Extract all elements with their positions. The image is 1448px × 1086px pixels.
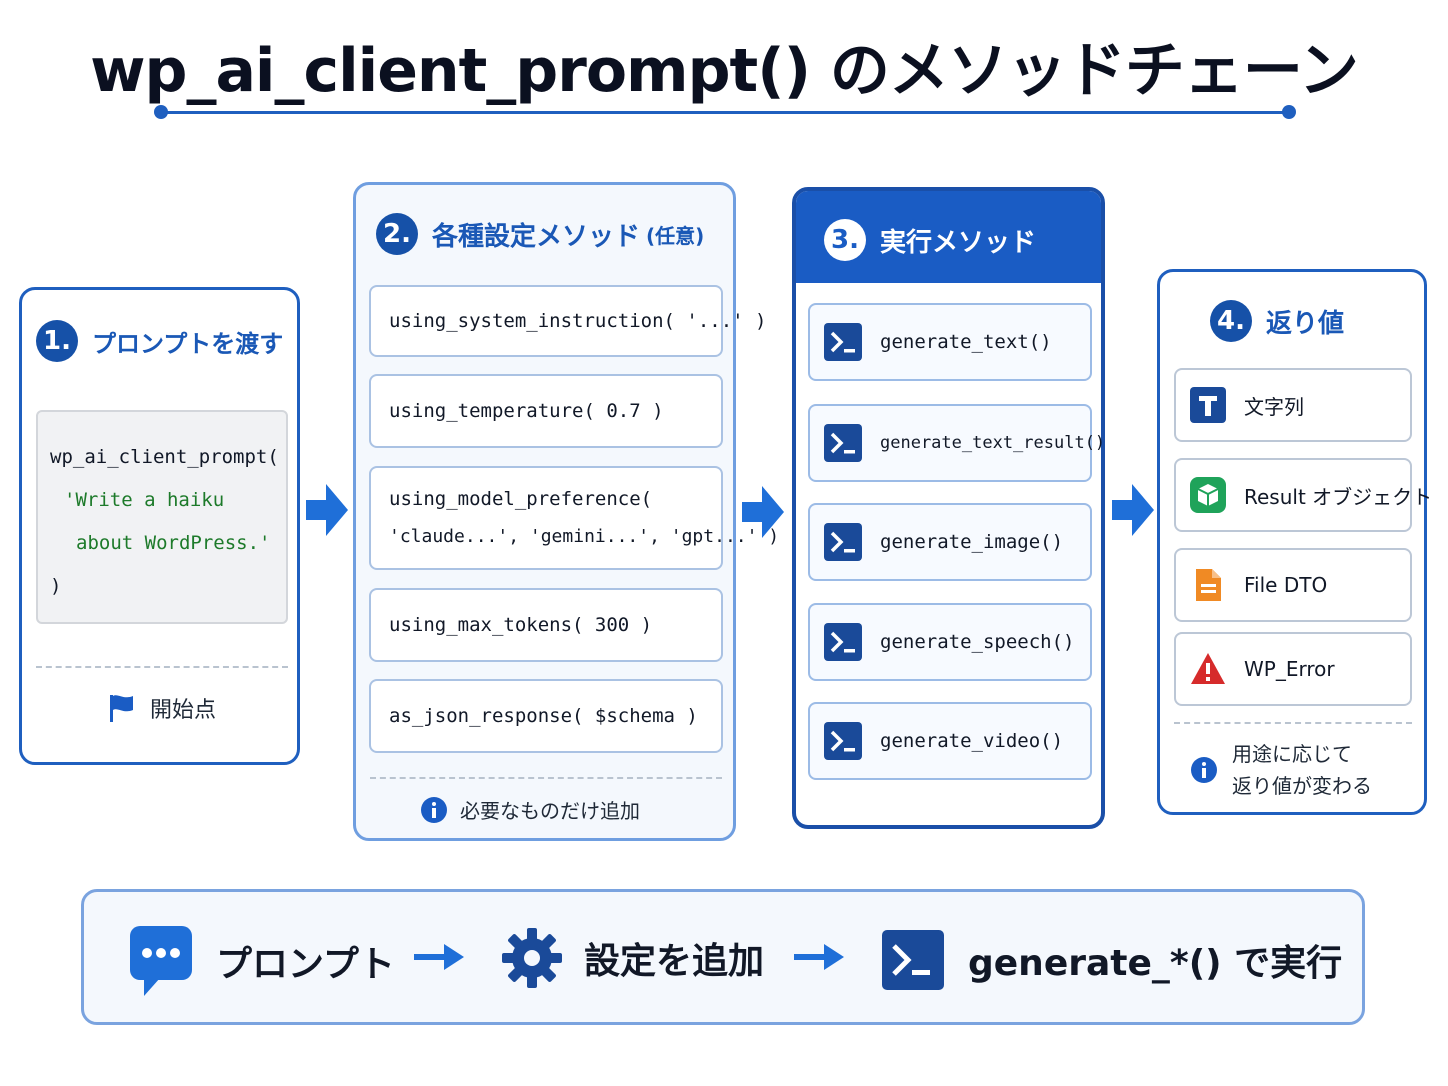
step3-card: 3. 実行メソッド generate_text() generate_text_… [792, 187, 1105, 829]
step2-note: (任意) [646, 223, 705, 248]
gear-icon [502, 928, 562, 988]
flag-icon [110, 695, 133, 722]
method-pill: using_max_tokens( 300 ) [369, 588, 723, 662]
method-text: generate_text() [880, 331, 1052, 353]
method-pill: using_temperature( 0.7 ) [369, 374, 723, 448]
generate-method: generate_image() [808, 503, 1092, 581]
method-text: as_json_response( $schema ) [389, 705, 698, 727]
terminal-icon [824, 523, 862, 561]
step1-header: 1. プロンプトを渡す [36, 320, 283, 362]
method-text: generate_image() [880, 531, 1064, 553]
summary-step: 設定を追加 [500, 922, 764, 994]
step4-number: 4. [1210, 300, 1252, 342]
step4-card: 4. 返り値 文字列 Result オブジェクト File DTO WP_Err… [1157, 269, 1432, 815]
cube-icon [1190, 477, 1226, 513]
terminal-icon [882, 930, 944, 990]
step3-header-content: 3. 実行メソッド [824, 219, 1036, 261]
terminal-icon [824, 623, 862, 661]
method-text: 'claude...', 'gemini...', 'gpt...' ) [389, 526, 780, 547]
step4-footer-line: 返り値が変わる [1232, 774, 1372, 798]
summary-label: 設定を追加 [584, 941, 765, 982]
return-label: 文字列 [1244, 394, 1304, 419]
return-type: WP_Error [1174, 632, 1412, 706]
step1-footer: 開始点 [108, 692, 216, 724]
terminal-icon [824, 722, 862, 760]
step4-header: 4. 返り値 [1210, 300, 1344, 342]
step2-number: 2. [376, 213, 418, 255]
method-pill: using_system_instruction( '...' ) [369, 285, 767, 357]
generate-method: generate_text_result() [808, 404, 1105, 482]
code-line: ) [50, 575, 62, 597]
method-text: using_model_preference( [389, 488, 653, 510]
step4-label: 返り値 [1266, 308, 1345, 339]
warning-icon [1190, 651, 1226, 687]
divider [1174, 722, 1412, 724]
step3-number: 3. [824, 219, 866, 261]
step1-card: 1. プロンプトを渡す wp_ai_client_prompt( 'Write … [19, 287, 300, 765]
code-line: wp_ai_client_prompt( [50, 446, 279, 468]
return-label: WP_Error [1244, 657, 1335, 681]
arrow-right-icon [306, 484, 348, 536]
method-text: generate_text_result() [880, 433, 1106, 453]
terminal-icon [824, 424, 862, 462]
summary-step: generate_*() で実行 [882, 930, 1342, 990]
method-text: generate_video() [880, 730, 1064, 752]
step2-label: 各種設定メソッド [432, 221, 641, 252]
underline-dot-right [1282, 105, 1296, 119]
divider [370, 777, 722, 779]
code-line: about WordPress.' [76, 532, 271, 554]
method-text: using_max_tokens( 300 ) [389, 614, 653, 636]
return-type: 文字列 [1174, 368, 1412, 442]
generate-method: generate_speech() [808, 603, 1092, 681]
underline-dot-left [154, 105, 168, 119]
step3-header: 3. 実行メソッド [796, 191, 1101, 283]
method-text: using_system_instruction( '...' ) [389, 310, 767, 332]
code-line: 'Write a haiku [64, 489, 225, 511]
title-underline [160, 111, 1290, 114]
step2-footer-text: 必要なものだけ追加 [460, 799, 640, 823]
return-type: Result オブジェクト [1174, 458, 1432, 532]
diagram-title: wp_ai_client_prompt() のメソッドチェーン [90, 36, 1359, 106]
file-icon [1190, 567, 1226, 603]
generate-method: generate_text() [808, 303, 1092, 381]
step4-footer-line: 用途に応じて [1232, 742, 1352, 766]
step2-header: 2. 各種設定メソッド (任意) [376, 213, 704, 255]
summary-label: generate_*() で実行 [968, 943, 1343, 984]
summary-step: プロンプト [128, 924, 395, 998]
info-icon [421, 796, 447, 823]
step4-footer: 用途に応じて 返り値が変わる [1190, 738, 1372, 802]
divider [36, 666, 288, 668]
method-pill: as_json_response( $schema ) [369, 679, 723, 753]
step3-label: 実行メソッド [880, 227, 1037, 258]
text-type-icon [1190, 387, 1226, 423]
prompt-code-block: wp_ai_client_prompt( 'Write a haiku abou… [36, 410, 288, 624]
summary-label: プロンプト [216, 944, 395, 985]
arrow-right-icon [414, 944, 464, 970]
method-pill: using_model_preference( 'claude...', 'ge… [369, 466, 779, 570]
step1-footer-text: 開始点 [150, 698, 217, 723]
arrow-right-icon [1112, 484, 1154, 536]
chat-bubble-icon [130, 926, 192, 996]
generate-method: generate_video() [808, 702, 1092, 780]
return-label: File DTO [1244, 573, 1328, 597]
arrow-right-icon [742, 486, 784, 538]
method-text: using_temperature( 0.7 ) [389, 400, 664, 422]
return-type: File DTO [1174, 548, 1412, 622]
summary-bar: プロンプト 設定を追加 gen [81, 889, 1365, 1025]
arrow-right-icon [794, 944, 844, 970]
step1-number: 1. [36, 320, 78, 362]
step2-footer: 必要なものだけ追加 [420, 795, 640, 824]
return-label: Result オブジェクト [1244, 484, 1433, 509]
terminal-icon [824, 323, 862, 361]
step2-card: 2. 各種設定メソッド (任意) using_system_instructio… [353, 182, 779, 841]
step1-label: プロンプトを渡す [92, 329, 284, 358]
info-icon [1191, 757, 1217, 783]
method-text: generate_speech() [880, 631, 1075, 653]
